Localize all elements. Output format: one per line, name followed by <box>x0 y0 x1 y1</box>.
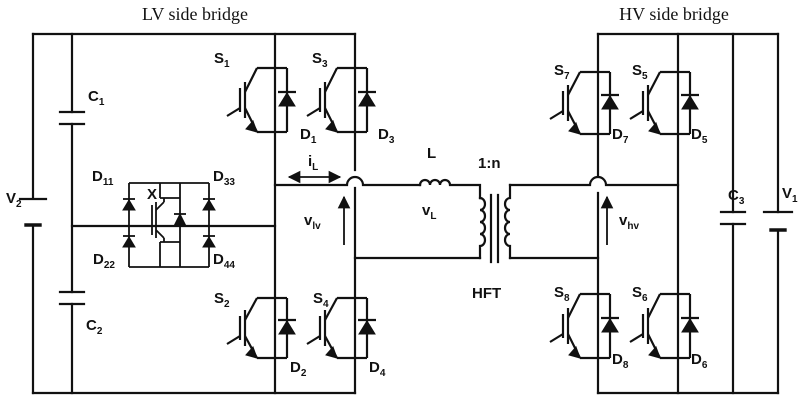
vhv-label: vhv <box>619 212 639 232</box>
c3-label: C3 <box>728 187 745 207</box>
s6-label: S6 <box>632 284 648 304</box>
s3-label: S3 <box>312 50 328 70</box>
d33-diode <box>202 198 216 211</box>
x-switch <box>151 197 187 243</box>
vl-label: vL <box>422 202 436 222</box>
transformer-ratio: 1:n <box>478 155 501 172</box>
d5-label: D5 <box>691 126 708 146</box>
d3-label: D3 <box>378 126 395 146</box>
c2-capacitor <box>58 290 86 306</box>
d7-label: D7 <box>612 126 629 146</box>
c1-label: C1 <box>88 88 105 108</box>
d11-diode <box>122 198 136 211</box>
lv-dc-link-wiring <box>31 32 482 395</box>
d22-diode <box>122 235 136 248</box>
v1-label: V1 <box>782 185 798 205</box>
s8-igbt <box>549 292 619 360</box>
inductor-label: L <box>427 145 436 162</box>
d33-label: D33 <box>213 168 235 188</box>
s8-label: S8 <box>554 284 570 304</box>
hv-bridge-title: HV side bridge <box>619 4 729 24</box>
d4-label: D4 <box>369 359 386 379</box>
transformer-hft <box>478 183 512 264</box>
c3-capacitor <box>719 210 747 226</box>
s2-igbt <box>226 296 296 360</box>
s2-label: S2 <box>214 290 230 310</box>
d8-label: D8 <box>612 351 629 371</box>
v2-source <box>18 197 48 227</box>
d22-label: D22 <box>93 251 115 271</box>
s3-igbt <box>306 66 376 134</box>
il-label: iL <box>308 153 318 173</box>
d6-label: D6 <box>691 351 708 371</box>
c1-capacitor <box>58 110 86 126</box>
igbt-switches <box>226 66 699 360</box>
s4-igbt <box>306 296 376 360</box>
x-switch-label: X <box>147 186 157 203</box>
vlv-label: vlv <box>304 212 321 232</box>
s6-igbt <box>629 292 699 360</box>
inductor-l <box>418 178 482 200</box>
s1-label: S1 <box>214 50 230 70</box>
v1-source <box>762 210 794 232</box>
transformer-name: HFT <box>472 285 501 302</box>
d1-label: D1 <box>300 126 317 146</box>
d44-label: D44 <box>213 251 235 271</box>
s5-label: S5 <box>632 62 648 82</box>
d44-diode <box>202 235 216 248</box>
hv-dc-link-wiring <box>508 32 780 395</box>
s5-igbt <box>629 70 699 136</box>
lv-bridge-title: LV side bridge <box>142 4 248 24</box>
v2-label: V2 <box>6 190 22 210</box>
s4-label: S4 <box>313 290 329 310</box>
clamp-network <box>128 182 210 268</box>
c2-label: C2 <box>86 317 103 337</box>
s7-igbt <box>549 70 619 136</box>
s7-label: S7 <box>554 62 570 82</box>
d11-label: D11 <box>92 168 114 188</box>
d2-label: D2 <box>290 359 307 379</box>
s1-igbt <box>226 66 296 134</box>
